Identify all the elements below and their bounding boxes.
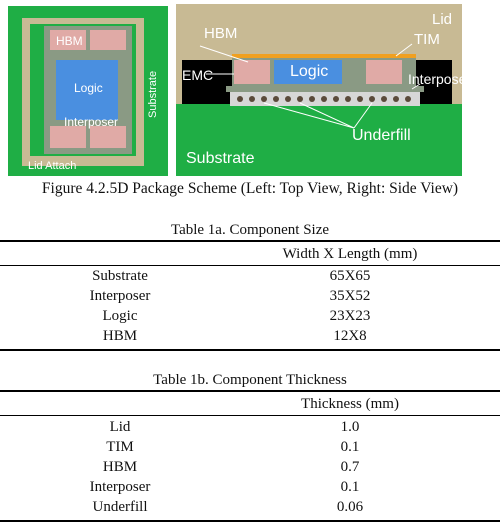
table1b-header: Thickness (mm) (301, 396, 399, 412)
bump (345, 96, 351, 102)
top-substrate-label: Substrate (147, 71, 159, 118)
top-lid-attach-label: Lid Attach (28, 160, 76, 172)
table1b-row-name: HBM (102, 459, 138, 475)
top-hbm-2 (90, 30, 126, 50)
table1b-row-value: 0.1 (340, 439, 360, 455)
bump (381, 96, 387, 102)
bump (309, 96, 315, 102)
table1b-row-value: 0.7 (340, 459, 360, 475)
table1b-top-rule (0, 390, 500, 392)
bump (357, 96, 363, 102)
tim-leader (395, 43, 413, 57)
side-hbm-right (366, 60, 402, 84)
bump (405, 96, 411, 102)
bump (369, 96, 375, 102)
table1a-row-name: Logic (102, 308, 138, 324)
bump (297, 96, 303, 102)
table1b-row-name: Interposer (89, 479, 151, 495)
underfill-leader-2 (353, 102, 373, 129)
bump (249, 96, 255, 102)
top-hbm-1 (50, 30, 86, 50)
top-interposer-label: Interposer (64, 115, 118, 129)
table1b-row-value: 1.0 (340, 419, 360, 435)
side-substrate-label: Substrate (186, 150, 255, 167)
top-hbm-3 (50, 126, 86, 148)
table1a-row-name: HBM (102, 328, 138, 344)
underfill-leader-1 (299, 102, 355, 129)
side-leader-lines (199, 43, 421, 129)
bump (333, 96, 339, 102)
table1b-row-value: 0.1 (340, 479, 360, 495)
underfill-leader-3 (263, 102, 355, 129)
bump (321, 96, 327, 102)
interposer-leader (411, 83, 421, 90)
top-view: HBM Logic Interposer Substrate Lid Attac… (8, 6, 168, 176)
top-hbm-4 (90, 126, 126, 148)
side-hbm-left (234, 60, 270, 84)
package-figure: HBM Logic Interposer Substrate Lid Attac… (0, 0, 500, 180)
side-interposer-label: Interposer (408, 71, 471, 87)
side-lid-label: Lid (432, 11, 452, 28)
side-logic-die (274, 60, 342, 84)
hbm-leader (199, 45, 249, 63)
table1b-row-name: Lid (109, 419, 131, 435)
bump (285, 96, 291, 102)
side-hbm-label: HBM (204, 25, 237, 42)
top-hbm-label: HBM (56, 34, 83, 48)
bump (237, 96, 243, 102)
table1a-title: Table 1a. Component Size (170, 222, 330, 238)
bump (393, 96, 399, 102)
package-scheme-diagram: HBM Logic Interposer Substrate Lid Attac… (8, 4, 471, 176)
table1b-row-value: 0.06 (336, 499, 364, 515)
table1b-row-name: TIM (106, 439, 134, 455)
top-logic-die (56, 60, 118, 120)
side-interposer (226, 86, 424, 92)
side-tim-label: TIM (414, 31, 440, 48)
table1a-row-name: Substrate (92, 268, 148, 284)
table1b-bottom-rule (0, 520, 500, 522)
table1a-row-value: 12X8 (333, 328, 367, 344)
side-underfill-label: Underfill (352, 127, 411, 144)
side-bumps (237, 96, 411, 102)
figure-caption: Figure 4.2.5D Package Scheme (Left: Top … (41, 180, 459, 197)
table1a-header-rule (0, 265, 500, 266)
table1a-bottom-rule (0, 349, 500, 351)
side-logic-label: Logic (290, 63, 328, 80)
bump (261, 96, 267, 102)
table1b-title: Table 1b. Component Thickness (153, 372, 347, 388)
table1b-header-rule (0, 415, 500, 416)
side-emc-label: EMC (182, 67, 213, 83)
table1a-row-name: Interposer (89, 288, 151, 304)
side-substrate (176, 104, 462, 176)
table1a-header: Width X Length (mm) (282, 246, 418, 262)
bump (273, 96, 279, 102)
table1b-row-name: Underfill (92, 499, 148, 515)
table1a-row-value: 65X65 (329, 268, 371, 284)
table1a-row-value: 23X23 (329, 308, 371, 324)
table1a-row-value: 35X52 (329, 288, 371, 304)
top-logic-label: Logic (74, 81, 103, 95)
side-view: Lid HBM TIM EMC Logic Interposer Underfi… (176, 4, 471, 176)
table1a-top-rule (0, 240, 500, 242)
side-tim (232, 54, 416, 58)
